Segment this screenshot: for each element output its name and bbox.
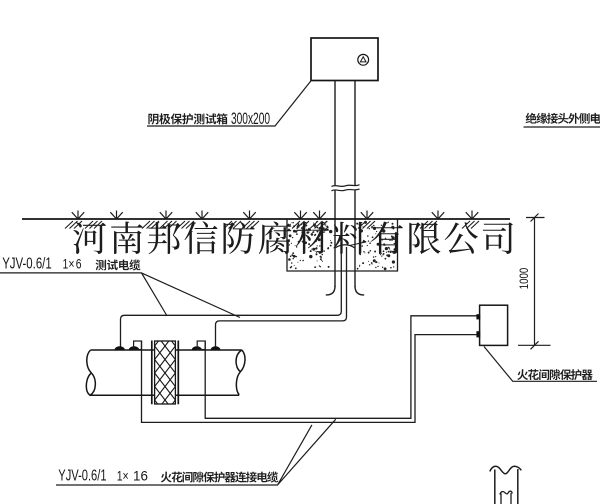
svg-text:1×: 1× [117,468,129,483]
svg-text:16: 16 [133,468,148,483]
svg-text:YJV-0.6/1: YJV-0.6/1 [2,255,52,272]
svg-text:6: 6 [76,256,82,271]
svg-text:1000: 1000 [517,268,531,290]
svg-text:1×: 1× [63,256,75,271]
svg-text:300x200: 300x200 [231,109,270,128]
svg-text:YJV-0.6/1: YJV-0.6/1 [58,467,106,484]
